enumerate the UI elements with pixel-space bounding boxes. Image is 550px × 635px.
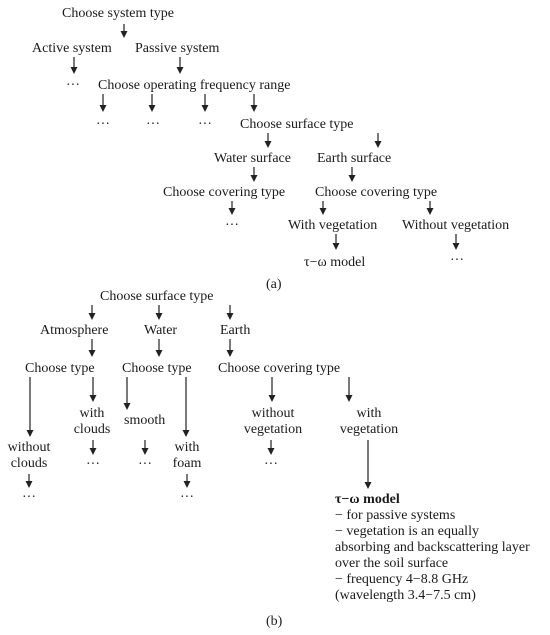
ellipsis-without-clouds: ··· xyxy=(22,490,36,505)
without-clouds-line-2: clouds xyxy=(10,456,48,471)
arrow-b-with-foam xyxy=(182,377,190,437)
node-choose-type-water: Choose type xyxy=(122,361,192,376)
model-description: τ−ω model − for passive systems − vegeta… xyxy=(335,492,530,604)
arrow-frequency-surface xyxy=(250,94,258,112)
arrow-frequency-3 xyxy=(201,94,209,112)
arrow-surface-earth xyxy=(374,133,382,148)
node-b-choose-surface-type: Choose surface type xyxy=(100,289,214,304)
without-vegetation-line-2: vegetation xyxy=(243,422,303,437)
arrow-water-covering xyxy=(250,167,258,182)
arrow-b-smooth-ellipsis xyxy=(141,440,149,455)
arrow-b-with-veg xyxy=(345,377,353,402)
arrow-b-water-type xyxy=(155,339,163,357)
ellipsis-without-vegetation-b: ··· xyxy=(264,457,278,472)
node-atmosphere: Atmosphere xyxy=(40,323,109,338)
arrow-system-type xyxy=(120,24,128,38)
arrow-covering-with-veg xyxy=(319,201,327,215)
ellipsis-without-vegetation: ··· xyxy=(450,253,464,268)
node-choose-covering-water: Choose covering type xyxy=(163,185,286,200)
arrow-frequency-1 xyxy=(99,94,107,112)
ellipsis-frequency-3: ··· xyxy=(198,117,212,132)
arrow-with-veg-model xyxy=(332,234,340,250)
node-passive-system: Passive system xyxy=(135,41,220,56)
model-line-3: absorbing and backscattering layer xyxy=(335,540,530,555)
arrow-passive-frequency xyxy=(176,57,184,74)
arrow-b-smooth xyxy=(123,377,131,410)
node-choose-type-atmosphere: Choose type xyxy=(25,361,95,376)
arrow-b-earth xyxy=(226,305,234,320)
node-choose-system-type: Choose system type xyxy=(62,6,174,21)
arrow-b-without-veg-ellipsis xyxy=(267,440,275,455)
panel-a-caption: (a) xyxy=(266,277,282,292)
arrow-covering-without-veg xyxy=(426,201,434,215)
ellipsis-frequency-1: ··· xyxy=(96,117,110,132)
node-choose-frequency: Choose operating frequency range xyxy=(98,78,291,93)
model-title: τ−ω model xyxy=(335,492,400,507)
arrow-b-with-clouds xyxy=(89,377,97,402)
node-earth: Earth xyxy=(220,323,251,338)
with-clouds-line-2: clouds xyxy=(73,422,111,437)
ellipsis-water-covering: ··· xyxy=(225,218,239,233)
node-with-vegetation: With vegetation xyxy=(288,218,378,233)
node-choose-covering-type: Choose covering type xyxy=(218,361,341,376)
arrow-b-with-veg-model xyxy=(364,440,372,489)
panel-b-caption: (b) xyxy=(266,614,283,629)
node-with-foam: with foam xyxy=(168,440,206,472)
node-smooth: smooth xyxy=(124,413,166,428)
arrow-water-covering-ellipsis xyxy=(228,201,236,215)
node-water-surface: Water surface xyxy=(214,151,291,166)
arrow-b-atmosphere xyxy=(88,305,96,320)
arrow-frequency-2 xyxy=(148,94,156,112)
arrow-b-without-clouds xyxy=(26,377,34,437)
node-earth-surface: Earth surface xyxy=(317,151,392,166)
ellipsis-smooth: ··· xyxy=(138,457,152,472)
node-water: Water xyxy=(144,323,178,338)
model-line-4: over the soil surface xyxy=(335,556,449,571)
with-clouds-line-1: with xyxy=(79,406,105,421)
node-without-vegetation-b: without vegetation xyxy=(240,406,306,438)
node-tau-omega-model: τ−ω model xyxy=(304,255,366,270)
ellipsis-active: ··· xyxy=(66,78,80,93)
arrow-earth-covering xyxy=(348,167,356,182)
without-vegetation-line-1: without xyxy=(251,406,295,421)
node-active-system: Active system xyxy=(32,41,112,56)
with-vegetation-line-1: with xyxy=(356,406,382,421)
model-line-1: − for passive systems xyxy=(335,508,456,523)
node-with-clouds: with clouds xyxy=(70,406,114,438)
node-choose-surface-type: Choose surface type xyxy=(240,117,354,132)
with-foam-line-2: foam xyxy=(172,456,202,471)
ellipsis-foam: ··· xyxy=(180,490,194,505)
node-with-vegetation-b: with vegetation xyxy=(334,406,404,438)
model-line-6: (wavelength 3.4−7.5 cm) xyxy=(335,588,476,603)
arrow-b-without-clouds-ellipsis xyxy=(25,474,33,488)
ellipsis-frequency-2: ··· xyxy=(146,117,160,132)
arrow-b-with-clouds-ellipsis xyxy=(89,440,97,455)
model-line-5: − frequency 4−8.8 GHz xyxy=(335,572,469,587)
model-line-2: − vegetation is an equally xyxy=(335,524,479,539)
arrow-b-earth-covering xyxy=(226,339,234,357)
without-clouds-line-1: without xyxy=(7,440,51,455)
arrow-surface-water xyxy=(264,133,272,148)
node-without-clouds: without clouds xyxy=(2,440,56,472)
arrow-b-atm-type xyxy=(88,339,96,357)
with-vegetation-line-2: vegetation xyxy=(339,422,399,437)
node-choose-covering-earth: Choose covering type xyxy=(315,185,438,200)
arrow-b-without-veg xyxy=(268,377,276,402)
ellipsis-with-clouds: ··· xyxy=(86,457,100,472)
with-foam-line-1: with xyxy=(174,440,200,455)
arrow-b-water xyxy=(155,305,163,320)
arrow-without-veg-ellipsis xyxy=(452,234,460,250)
node-without-vegetation: Without vegetation xyxy=(402,218,510,233)
arrow-active-ellipsis xyxy=(70,57,78,74)
arrow-b-foam-ellipsis xyxy=(183,474,191,488)
